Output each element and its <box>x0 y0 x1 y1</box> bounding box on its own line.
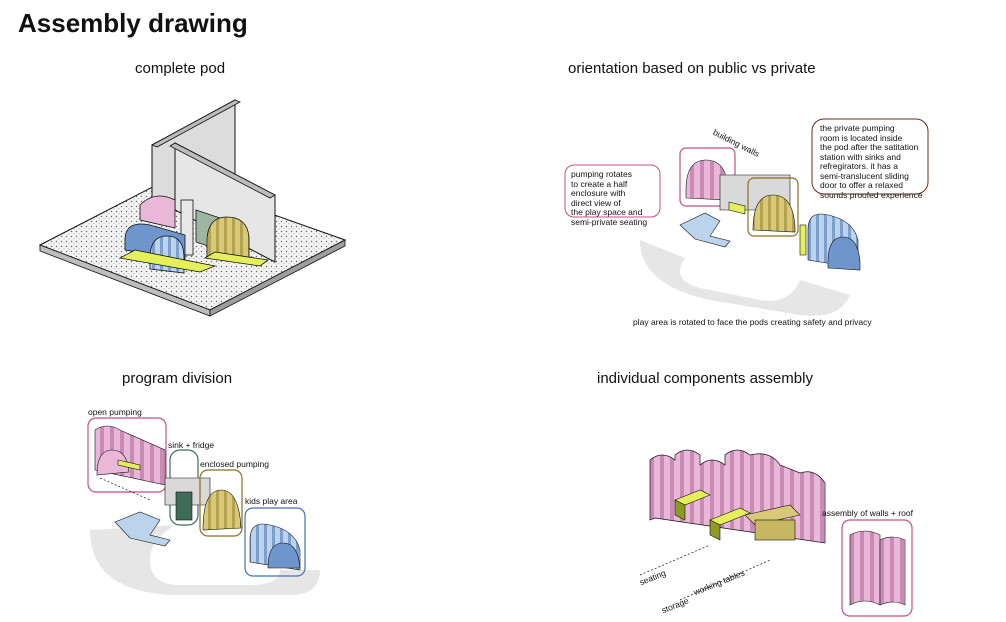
wall-roof-stack <box>849 530 881 606</box>
olive-pod-2 <box>202 489 242 531</box>
green-unit-2 <box>175 491 193 521</box>
page-title: Assembly drawing <box>18 8 248 38</box>
blue-bench-2 <box>114 511 171 547</box>
section-title-orientation: orientation based on public vs private <box>568 60 816 77</box>
side-wall-cap <box>169 142 276 199</box>
components-drawing <box>639 449 913 617</box>
section-title-program-division: program division <box>122 370 233 387</box>
floor-slab-edge-right <box>209 239 346 317</box>
label-walls-roof: assembly of walls + roof <box>822 508 913 518</box>
storage-arrow <box>679 559 771 601</box>
section-title-components: individual components assembly <box>597 370 813 387</box>
label-enclosed-pumping: enclosed pumping <box>200 459 269 469</box>
yellow-bench-1-side <box>674 499 686 521</box>
label-open-pumping: open pumping <box>88 407 142 417</box>
yellow-column <box>799 224 807 256</box>
yellow-bench-2-side <box>709 519 721 541</box>
wall-roof-stack-2 <box>879 536 906 606</box>
pumping-note-box <box>564 164 661 218</box>
seating-arrow <box>639 544 711 576</box>
blue-bench <box>679 212 731 248</box>
note-pumping-rotates: pumping rotates to create a half enclosu… <box>571 169 648 227</box>
note-private-room: the private pumping room is located insi… <box>820 123 923 200</box>
complete-pod-drawing <box>38 99 347 317</box>
open-pumping-box <box>87 417 167 493</box>
olive-pod <box>752 194 796 233</box>
pink-pod <box>139 195 176 229</box>
blue-arch <box>827 236 861 271</box>
back-wall-cap <box>151 99 241 148</box>
dashed-pointer <box>99 477 151 501</box>
enclosed-pumping-box <box>199 469 243 537</box>
label-kids-play-area: kids play area <box>245 496 298 506</box>
label-play-area: play area is rotated to face the pods cr… <box>633 317 872 327</box>
olive-pod-box <box>747 177 799 237</box>
yellow-base <box>118 249 217 273</box>
section-title-complete-pod: complete pod <box>135 60 226 77</box>
play-area-track-2 <box>90 525 320 595</box>
label-sink-fridge: sink + fridge <box>168 440 215 450</box>
walls-roof-box <box>841 519 913 617</box>
wall-arches <box>649 449 826 544</box>
private-note-box <box>811 118 929 195</box>
program-division-drawing <box>87 417 320 595</box>
table-base <box>754 519 796 541</box>
yellow-seat <box>728 201 746 215</box>
yellow-base-2 <box>203 251 270 267</box>
blue-arch-2 <box>267 542 301 569</box>
kids-play-box <box>244 507 306 577</box>
play-area-track <box>640 240 850 316</box>
olive-pod <box>206 216 250 263</box>
orientation-drawing <box>564 118 929 316</box>
yellow-seat-2 <box>117 459 141 471</box>
